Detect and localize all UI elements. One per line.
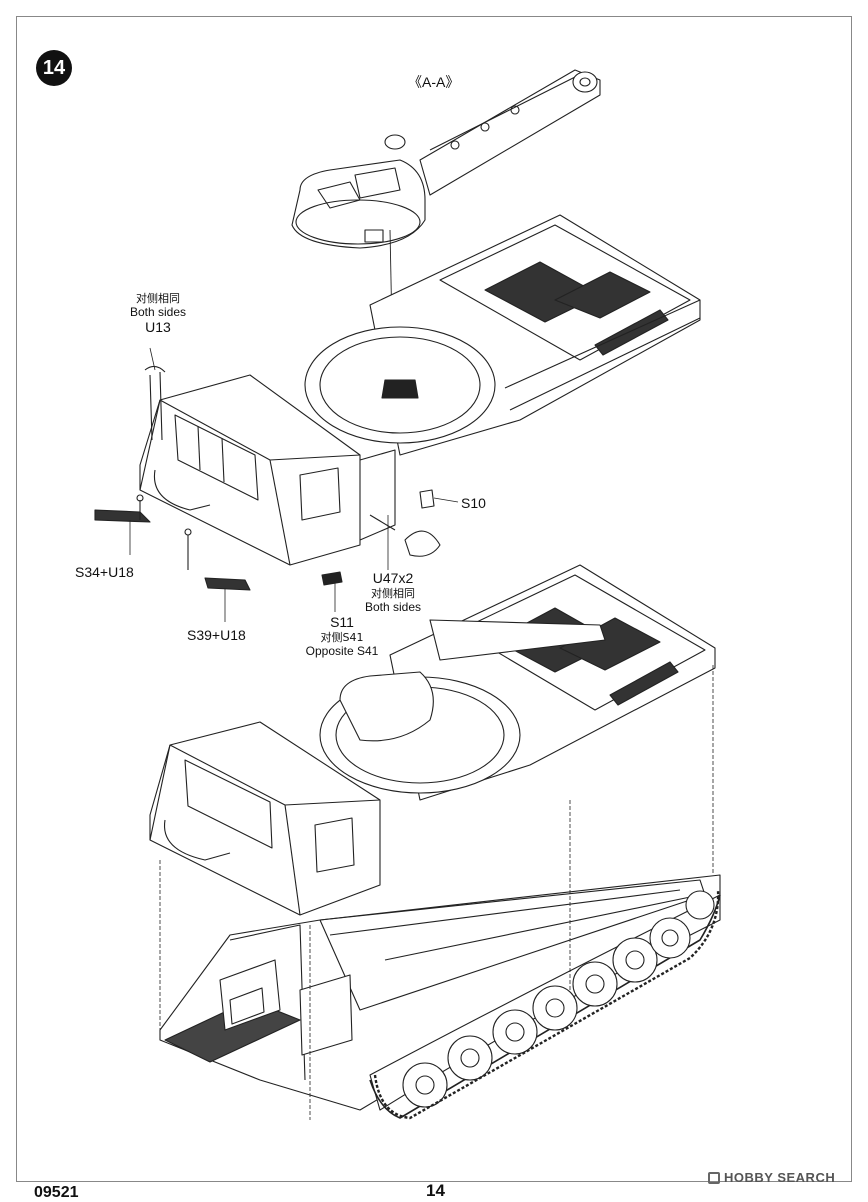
callout-u13: 对侧相同 Both sides U13	[108, 292, 208, 336]
callout-u47-cn: 对侧相同	[371, 587, 415, 600]
callout-s34-u18: S34+U18	[75, 564, 134, 580]
assembly-guide-lines	[159, 665, 714, 1120]
watermark-text: HOBBY SEARCH	[724, 1170, 836, 1185]
callout-u47-part: U47x2	[372, 570, 414, 586]
assembled-vehicle	[149, 564, 721, 1120]
leader-lines	[129, 347, 459, 622]
callout-s11: S11 对侧S41 Opposite S41	[297, 614, 387, 658]
upper-hull-exploded	[139, 214, 701, 566]
footer-product-code: 09521	[34, 1184, 79, 1201]
callout-s11-en: Opposite S41	[305, 644, 379, 658]
step-number-badge: 14	[36, 50, 72, 86]
road-wheels	[402, 890, 715, 1108]
watermark: HOBBY SEARCH	[708, 1170, 835, 1185]
callout-s11-part: S11	[330, 614, 354, 630]
page-frame	[16, 16, 852, 1182]
callout-u13-en: Both sides	[129, 305, 187, 319]
callout-u13-cn: 对侧相同	[136, 292, 180, 305]
callout-u47-en: Both sides	[364, 600, 422, 614]
footer-page-number: 14	[426, 1181, 445, 1200]
callout-s39-u18: S39+U18	[187, 627, 246, 643]
callout-u13-part: U13	[145, 319, 171, 335]
crane-subassembly	[291, 69, 601, 381]
callout-u47: U47x2 对侧相同 Both sides	[348, 570, 438, 614]
section-label-a-a: 《A-A》	[408, 74, 460, 90]
callout-s10: S10	[461, 495, 486, 511]
watermark-logo-icon	[708, 1171, 720, 1184]
small-parts	[94, 489, 441, 591]
callout-s11-cn: 对侧S41	[320, 631, 364, 644]
